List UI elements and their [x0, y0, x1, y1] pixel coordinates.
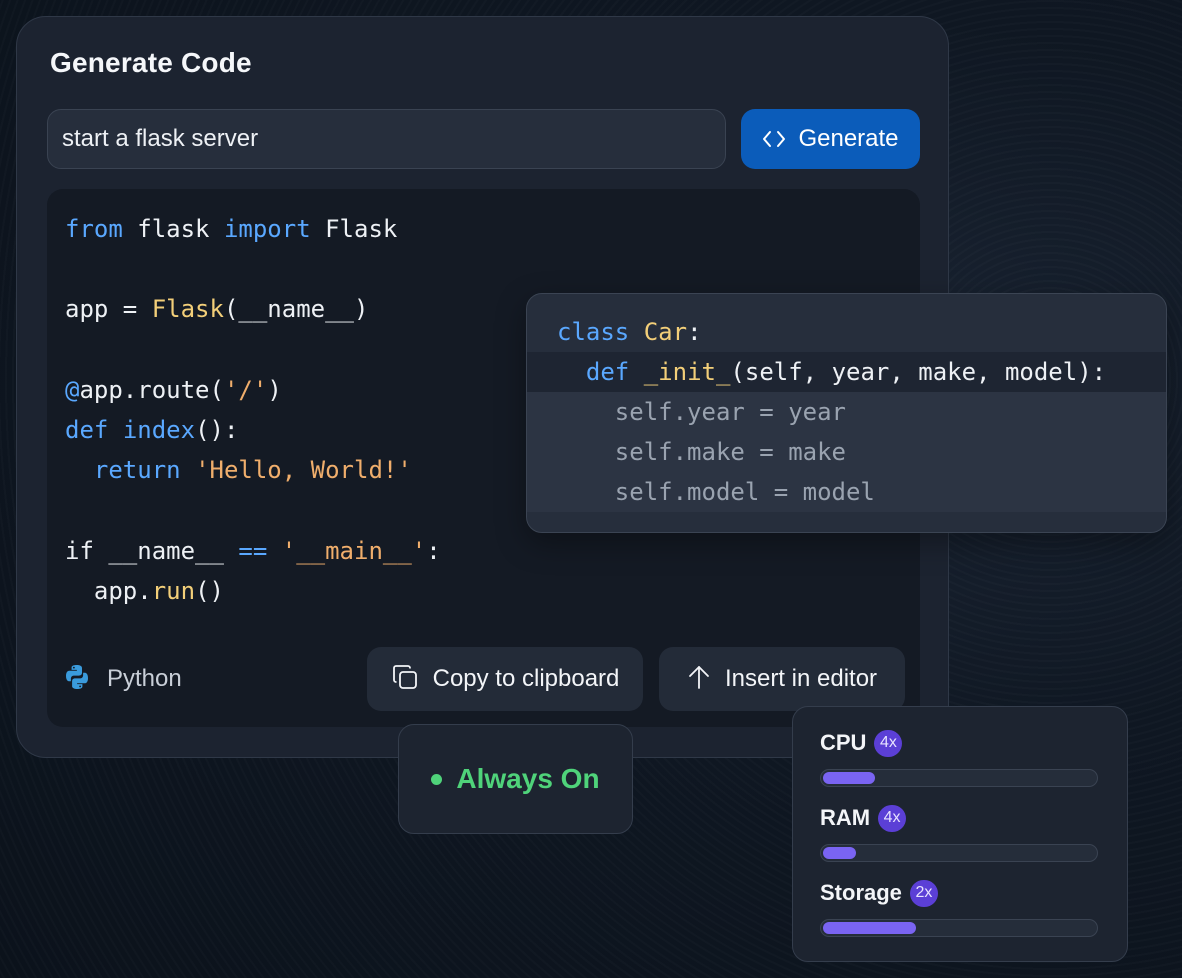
code-line: class Car: [527, 312, 1166, 352]
code-token: class [557, 318, 630, 346]
copy-icon [391, 663, 419, 696]
code-token [267, 537, 281, 565]
code-line: def index(): [65, 410, 441, 450]
code-footer: Python Copy to clipboard [47, 647, 920, 711]
code-line: @app.route('/') [65, 370, 441, 410]
code-token [181, 456, 195, 484]
code-token: if __name__ [65, 536, 239, 565]
code-block: from flask import Flask app = Flask(__na… [65, 209, 441, 611]
code-brackets-icon [762, 130, 786, 148]
code-token: (self, year, make, model): [730, 358, 1107, 386]
resource-bar [820, 769, 1098, 787]
resource-bar [820, 919, 1098, 937]
code-token: self.make = make [557, 438, 846, 466]
code-token: (): [195, 415, 239, 444]
language-indicator: Python [63, 661, 182, 697]
code-token: == [238, 536, 268, 565]
code-token [108, 416, 122, 444]
code-token: _init_ [643, 358, 731, 386]
resource-bar-fill [823, 847, 856, 859]
code-token: : [426, 536, 441, 565]
code-token [557, 358, 586, 386]
resource-badge: 4x [878, 804, 907, 832]
code-token: Car [643, 318, 688, 346]
copy-label: Copy to clipboard [432, 665, 620, 692]
code-token: app = [65, 295, 152, 324]
code-line: app.run() [65, 571, 441, 611]
resource-storage: Storage 2x [820, 879, 1100, 937]
code-token: from [65, 215, 123, 243]
resource-cpu: CPU 4x [820, 729, 1100, 787]
always-on-status: Always On [398, 724, 633, 834]
code-token: Flask [151, 295, 224, 324]
status-label: Always On [456, 763, 600, 794]
code-token: () [195, 576, 224, 605]
code-token [629, 318, 643, 346]
code-token: run [151, 576, 196, 605]
code-line: self.make = make [527, 432, 1166, 472]
code-token: self.model = model [557, 478, 875, 506]
generate-button[interactable]: Generate [741, 109, 920, 169]
code-line: self.year = year [527, 392, 1166, 432]
resource-name: Storage [820, 880, 902, 905]
code-line: if __name__ == '__main__': [65, 531, 441, 571]
code-line [65, 330, 441, 370]
python-icon [63, 663, 91, 696]
language-label: Python [107, 665, 182, 692]
class-snippet-card: class Car: def _init_(self, year, make, … [526, 293, 1167, 533]
code-line: app = Flask(__name__) [65, 289, 441, 329]
code-token: '__main__' [281, 536, 427, 565]
status-dot-icon [431, 773, 443, 785]
code-token: @ [65, 375, 80, 404]
card-title: Generate Code [50, 47, 252, 78]
code-line: from flask import Flask [65, 209, 441, 249]
insert-label: Insert in editor [724, 665, 878, 692]
code-token: flask [122, 215, 224, 243]
code-token: self.year = year [557, 398, 846, 426]
code-token: def [585, 358, 630, 386]
code-token: return [93, 456, 181, 485]
prompt-input[interactable] [47, 109, 726, 169]
resource-name: RAM [820, 805, 871, 830]
generate-label: Generate [798, 125, 899, 152]
code-token: : [687, 318, 702, 346]
resources-card: CPU 4x RAM 4x Storage 2x [792, 706, 1128, 962]
code-token: 'Hello, World!' [195, 456, 412, 485]
code-line: return 'Hello, World!' [65, 450, 441, 490]
resource-name: CPU [820, 730, 867, 755]
code-token [629, 358, 643, 386]
code-token [65, 456, 94, 484]
arrow-up-icon [687, 664, 711, 695]
code-token: Flask [310, 215, 398, 243]
code-token: (__name__) [223, 295, 369, 324]
resource-ram: RAM 4x [820, 804, 1100, 862]
code-line [65, 490, 441, 530]
resource-bar-fill [823, 922, 916, 934]
resource-badge: 2x [909, 879, 938, 907]
code-token: def [65, 415, 109, 444]
code-token: ) [267, 375, 282, 404]
resource-badge: 4x [874, 729, 903, 757]
code-token: app.route( [79, 375, 224, 404]
insert-in-editor-button[interactable]: Insert in editor [659, 647, 905, 711]
code-line [65, 249, 441, 289]
code-token: '/' [223, 375, 268, 404]
code-token: index [122, 415, 196, 444]
code-line: self.model = model [527, 472, 1166, 512]
code-token: app. [65, 576, 152, 605]
code-token: import [223, 215, 311, 243]
resource-bar [820, 844, 1098, 862]
resource-bar-fill [823, 772, 875, 784]
class-snippet-code: class Car: def _init_(self, year, make, … [527, 312, 1166, 512]
copy-to-clipboard-button[interactable]: Copy to clipboard [367, 647, 643, 711]
code-line: def _init_(self, year, make, model): [527, 352, 1166, 392]
